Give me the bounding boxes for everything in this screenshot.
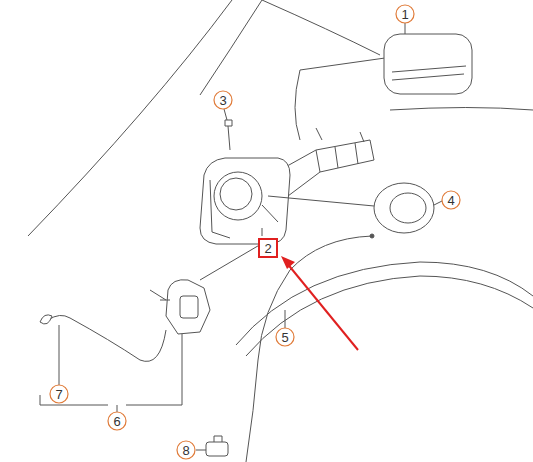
callout-number: 6 [113, 415, 120, 428]
callout-number: 3 [219, 94, 226, 107]
callout-number: 1 [401, 8, 408, 21]
callout-number: 2 [264, 242, 271, 255]
callout-number: 5 [281, 331, 288, 344]
callout-number: 7 [55, 388, 62, 401]
callout-number: 4 [447, 194, 454, 207]
callout-number: 8 [182, 444, 189, 457]
